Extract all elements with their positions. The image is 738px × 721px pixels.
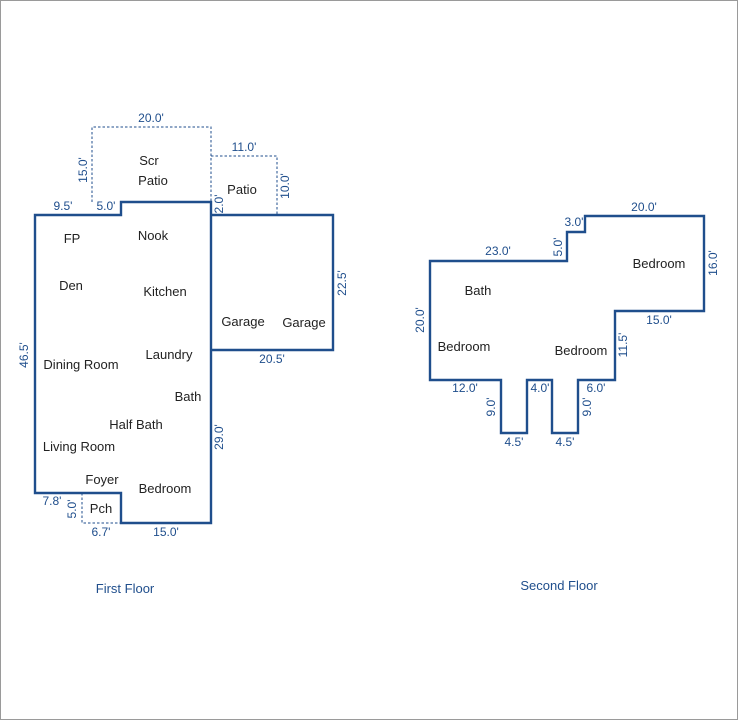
first-floor-caption: First Floor — [96, 581, 155, 596]
dim2-mid: 4.0' — [531, 381, 550, 395]
room-garage-left: Garage — [221, 314, 264, 329]
second-floor-caption: Second Floor — [520, 578, 598, 593]
dim-porch-top: 7.8' — [43, 494, 62, 508]
dim2-left: 20.0' — [413, 307, 427, 333]
dim-right-lower: 29.0' — [212, 424, 226, 450]
room-half-bath: Half Bath — [109, 417, 162, 432]
dim-garage-right: 22.5' — [335, 270, 349, 296]
dim2-inner-vertical: 11.5' — [616, 333, 630, 358]
room-foyer: Foyer — [85, 472, 119, 487]
room-bath: Bath — [175, 389, 202, 404]
patio-outline — [211, 155, 278, 215]
room-dining: Dining Room — [43, 357, 118, 372]
second-floor-plan: Bath Bedroom Bedroom Bedroom 20.0' 3.0' … — [413, 200, 720, 593]
dim-garage-bottom: 20.5' — [259, 352, 285, 366]
porch-outline — [81, 493, 121, 524]
room-laundry: Laundry — [146, 347, 193, 362]
dim-step-2: 2.0' — [212, 195, 226, 214]
dim2-notch1-bottom: 4.5' — [505, 435, 524, 449]
dim-porch-bottom: 6.7' — [92, 525, 111, 539]
dim2-notch1-side: 9.0' — [484, 398, 498, 417]
dim-scr-left: 15.0' — [76, 157, 90, 183]
room-fp: FP — [64, 231, 81, 246]
room-bedroom: Bedroom — [139, 481, 192, 496]
dim-porch-left: 5.0' — [65, 500, 79, 519]
room-bedroom-top: Bedroom — [633, 256, 686, 271]
room-living: Living Room — [43, 439, 115, 454]
dim-step-top: 5.0' — [97, 199, 116, 213]
second-floor-outline — [428, 214, 706, 435]
screened-patio-outline — [91, 126, 212, 202]
dim-patio-top: 11.0' — [232, 140, 257, 154]
room-patio: Patio — [227, 182, 257, 197]
room-bath-2: Bath — [465, 283, 492, 298]
room-scr-patio: Patio — [138, 173, 168, 188]
room-den: Den — [59, 278, 83, 293]
dim2-top-right: 20.0' — [631, 200, 657, 214]
room-kitchen: Kitchen — [143, 284, 186, 299]
dim2-top-left: 23.0' — [485, 244, 511, 258]
room-scr: Scr — [139, 153, 159, 168]
dim-patio-right: 10.0' — [278, 173, 292, 199]
room-nook: Nook — [138, 228, 169, 243]
first-floor-plan: FP Nook Den Kitchen Scr Patio Patio Gara… — [17, 111, 349, 596]
dim2-inner-right: 15.0' — [646, 313, 672, 327]
room-bedroom-mid: Bedroom — [555, 343, 608, 358]
room-bedroom-left: Bedroom — [438, 339, 491, 354]
garage-outline — [211, 213, 335, 352]
room-porch: Pch — [90, 501, 112, 516]
dim-step-left: 9.5' — [54, 199, 73, 213]
dim2-notch2-side: 9.0' — [580, 398, 594, 417]
dim2-bottom-left: 12.0' — [452, 381, 478, 395]
room-garage-right: Garage — [282, 315, 325, 330]
dim2-step-5: 5.0' — [551, 238, 565, 257]
dim2-right: 16.0' — [706, 250, 720, 276]
dim-left: 46.5' — [17, 342, 31, 368]
first-floor-outline — [33, 200, 213, 525]
dim-bottom: 15.0' — [153, 525, 179, 539]
dim-scr-top: 20.0' — [138, 111, 164, 125]
dim2-notch2-bottom: 4.5' — [556, 435, 575, 449]
dim2-bottom-right: 6.0' — [587, 381, 606, 395]
dim2-step-3: 3.0' — [565, 215, 584, 229]
